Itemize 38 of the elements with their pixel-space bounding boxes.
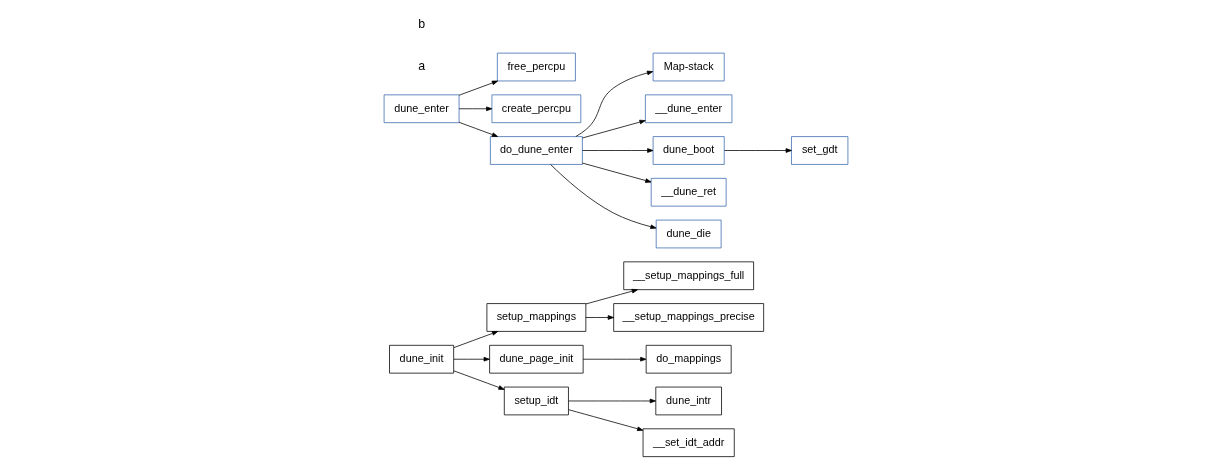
node-box: __setup_mappings_full: [622, 261, 754, 291]
arrow: [585, 288, 638, 305]
arrow: [567, 409, 643, 431]
arrow: [458, 80, 498, 96]
node-box: setup_mappings: [486, 303, 586, 332]
arrow: [453, 331, 498, 348]
node-box: __set_idt_addr: [642, 428, 735, 457]
label: a: [417, 58, 425, 73]
node-box: dune_intr: [654, 386, 722, 416]
arrow: [581, 119, 646, 139]
node-box: Map-stack: [652, 52, 725, 82]
node-box: __setup_mappings_precise: [612, 303, 764, 332]
node-box: do_dune_enter: [489, 136, 583, 165]
arrow: [453, 356, 490, 362]
node-box: dune_page_init: [488, 344, 584, 374]
node-box: dune_die: [655, 219, 721, 249]
arrow: [567, 398, 656, 404]
arrow: [575, 70, 653, 137]
arrow: [458, 106, 492, 112]
node-box: __dune_ret: [650, 177, 727, 207]
arrow: [549, 164, 656, 229]
node-box: free_percpu: [496, 52, 576, 82]
node-box: do_mappings: [645, 344, 732, 374]
node-box: setup_idt: [503, 386, 569, 416]
arrow: [581, 162, 651, 183]
node-box: set_gdt: [790, 136, 848, 165]
arrow: [582, 356, 646, 362]
arrow: [723, 148, 792, 153]
node-box: dune_enter: [383, 94, 459, 124]
arrow: [453, 370, 505, 390]
node-box: dune_boot: [652, 136, 725, 165]
label: b: [417, 17, 425, 32]
arrow: [581, 148, 653, 153]
arrow: [458, 121, 498, 137]
arrow: [585, 315, 614, 320]
node-box: __dune_enter: [644, 94, 732, 124]
node-box: dune_init: [388, 344, 454, 374]
node-box: create_percpu: [491, 94, 581, 124]
